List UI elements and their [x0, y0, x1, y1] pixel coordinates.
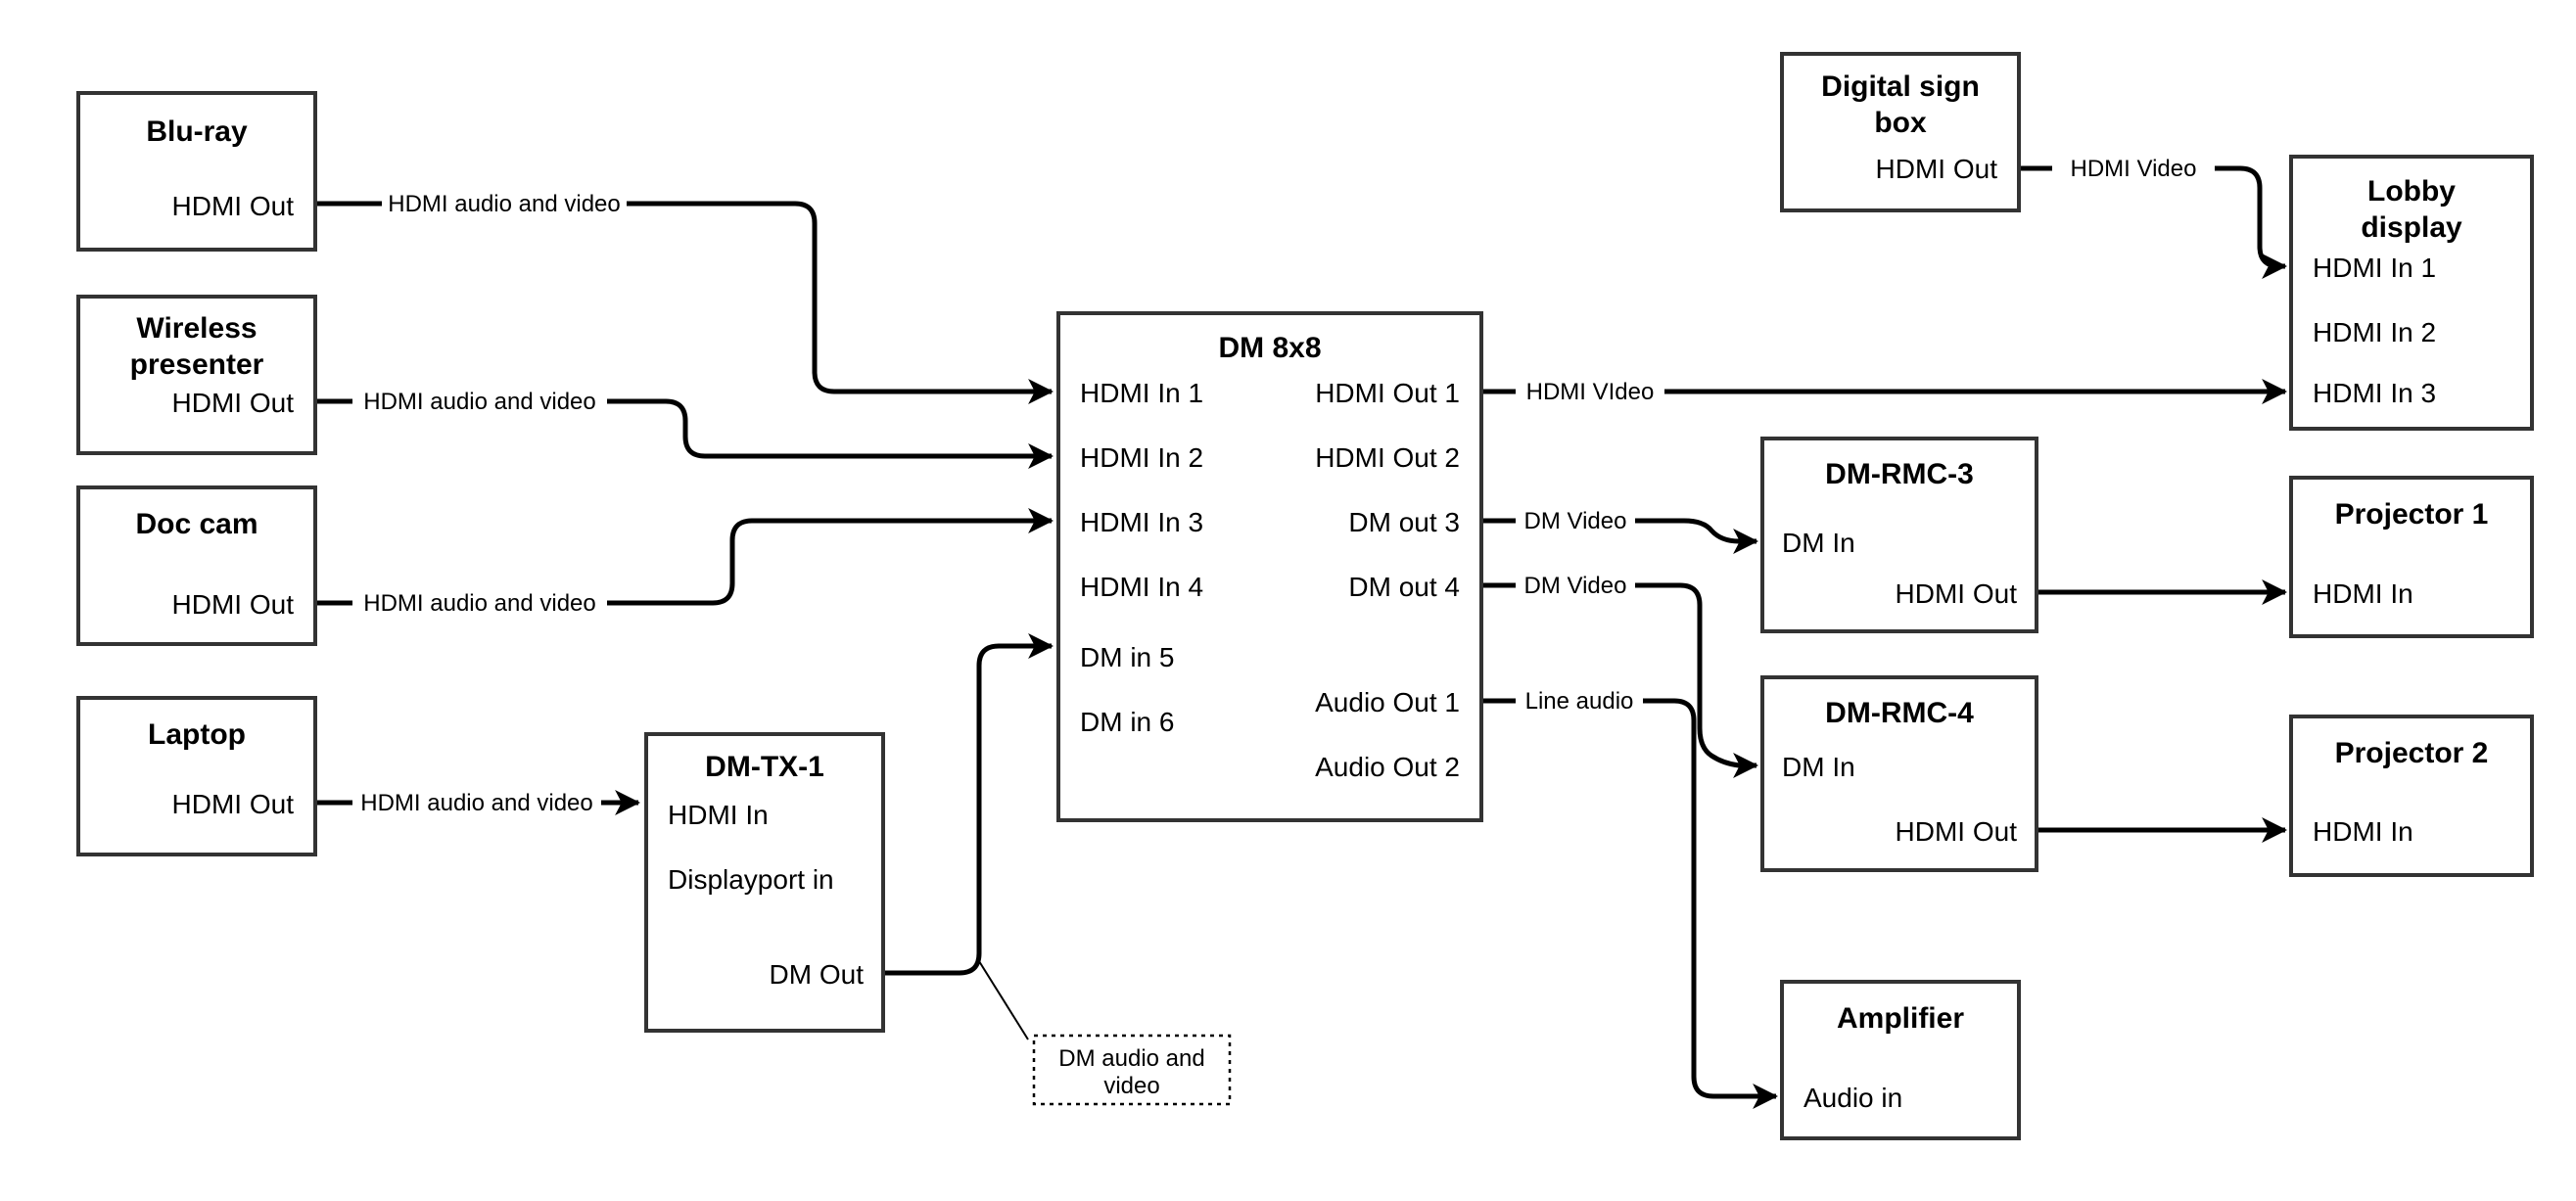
dm-8x8-port-dm-out-3: DM out 3 [1348, 507, 1460, 537]
lobby-display-port-hdmi-in-3: HDMI In 3 [2313, 378, 2436, 408]
dm-tx-1-port-dm-out: DM Out [770, 959, 865, 990]
wireless-presenter-port-hdmi-out: HDMI Out [172, 388, 295, 418]
node-lobby-display[interactable]: Lobby display HDMI In 1 HDMI In 2 HDMI I… [2289, 155, 2534, 431]
node-laptop[interactable]: Laptop HDMI Out [76, 696, 317, 856]
dm-rmc-3-port-dm-in: DM In [1782, 528, 1855, 558]
edge-label-bluray-to-dm8x8: HDMI audio and video [388, 191, 620, 217]
edge-label-dm8x8-out4-to-rmc4: DM Video [1524, 573, 1627, 599]
dm-rmc-3-box[interactable] [1760, 437, 2038, 633]
lobby-display-box[interactable] [2289, 155, 2534, 431]
digital-sign-title-line2: box [1874, 107, 1927, 139]
dm-8x8-port-hdmi-out-1: HDMI Out 1 [1315, 378, 1460, 408]
connection-layer [315, 165, 2285, 1096]
link-digitalsign-to-lobby-hdmi-in-1 [2019, 165, 2285, 266]
node-dm-8x8[interactable]: DM 8x8 HDMI In 1 HDMI In 2 HDMI In 3 HDM… [1056, 311, 1483, 822]
link-dm8x8-dm-out-4-to-dmrmc4-dm-in [1481, 582, 1756, 765]
edge-label-dm8x8-audio1-to-amp: Line audio [1525, 688, 1634, 715]
bluray-port-hdmi-out: HDMI Out [172, 191, 295, 221]
dm-rmc-4-port-dm-in: DM In [1782, 752, 1855, 782]
node-bluray[interactable]: Blu-ray HDMI Out [76, 91, 317, 252]
dm-tx-1-port-hdmi-in: HDMI In [668, 800, 769, 830]
dm-8x8-port-hdmi-in-4: HDMI In 4 [1080, 572, 1203, 602]
leader-dm-audio-video-note [978, 960, 1029, 1040]
dm-audio-video-note-box [1032, 1034, 1232, 1106]
projector-1-port-hdmi-in: HDMI In [2313, 578, 2413, 609]
dm-8x8-title: DM 8x8 [1218, 332, 1321, 364]
node-dm-rmc-4[interactable]: DM-RMC-4 DM In HDMI Out [1760, 675, 2038, 872]
node-digital-sign-box[interactable]: Digital sign box HDMI Out [1780, 52, 2021, 212]
dm-rmc-3-port-hdmi-out: HDMI Out [1896, 578, 2018, 609]
link-dm8x8-audio-out-1-to-amplifier-audio-in [1481, 698, 1776, 1096]
dm-8x8-port-hdmi-out-2: HDMI Out 2 [1315, 442, 1460, 473]
doc-cam-port-hdmi-out: HDMI Out [172, 589, 295, 620]
doc-cam-box[interactable] [76, 485, 317, 646]
digital-sign-title-line1: Digital sign [1821, 70, 1980, 103]
projector-2-title: Projector 2 [2335, 737, 2489, 769]
wireless-presenter-title-line1: Wireless [136, 312, 257, 345]
amplifier-port-audio-in: Audio in [1803, 1083, 1902, 1113]
dm-rmc-4-box[interactable] [1760, 675, 2038, 872]
link-doccam-to-dm8x8-hdmi-in-3 [315, 521, 1052, 606]
edge-label-laptop-to-dmtx1: HDMI audio and video [360, 790, 592, 816]
dm-tx-1-port-displayport-in: Displayport in [668, 864, 834, 895]
node-wireless-presenter[interactable]: Wireless presenter HDMI Out [76, 295, 317, 455]
edge-label-digitalsign-to-lobby: HDMI Video [2071, 156, 2197, 182]
lobby-display-port-hdmi-in-1: HDMI In 1 [2313, 253, 2436, 283]
lobby-display-title-line1: Lobby [2367, 175, 2456, 208]
laptop-port-hdmi-out: HDMI Out [172, 789, 295, 819]
lobby-display-title-line2: display [2361, 211, 2462, 244]
node-amplifier[interactable]: Amplifier Audio in [1780, 980, 2021, 1140]
dm-8x8-port-hdmi-in-3: HDMI In 3 [1080, 507, 1203, 537]
edge-label-layer: HDMI audio and video HDMI audio and vide… [360, 156, 2196, 816]
bluray-box[interactable] [76, 91, 317, 252]
dm-audio-video-note-line2: video [1103, 1073, 1159, 1099]
link-dm8x8-dm-out-3-to-dmrmc3-dm-in [1481, 521, 1756, 541]
wireless-presenter-title-line2: presenter [130, 348, 264, 381]
dm-8x8-box[interactable] [1056, 311, 1483, 822]
edge-label-doccam-to-dm8x8: HDMI audio and video [363, 590, 595, 617]
node-projector-1[interactable]: Projector 1 HDMI In [2289, 476, 2534, 638]
dm-8x8-port-dm-out-4: DM out 4 [1348, 572, 1460, 602]
dm-rmc-4-title: DM-RMC-4 [1825, 697, 1974, 729]
dm-8x8-port-hdmi-in-2: HDMI In 2 [1080, 442, 1203, 473]
dm-tx-1-box[interactable] [644, 732, 885, 1033]
amplifier-title: Amplifier [1837, 1002, 1964, 1035]
laptop-box[interactable] [76, 696, 317, 856]
node-projector-2[interactable]: Projector 2 HDMI In [2289, 715, 2534, 877]
edge-label-wireless-to-dm8x8: HDMI audio and video [363, 389, 595, 415]
dm-8x8-port-dm-in-6: DM in 6 [1080, 707, 1174, 737]
doc-cam-title: Doc cam [135, 508, 258, 540]
wireless-presenter-box[interactable] [76, 295, 317, 455]
link-bluray-to-dm8x8-hdmi-in-1 [315, 201, 1052, 392]
lobby-display-port-hdmi-in-2: HDMI In 2 [2313, 317, 2436, 347]
dm-8x8-port-audio-out-2: Audio Out 2 [1315, 752, 1460, 782]
dm-rmc-3-title: DM-RMC-3 [1825, 458, 1974, 490]
dm-8x8-port-dm-in-5: DM in 5 [1080, 642, 1174, 672]
node-dm-rmc-3[interactable]: DM-RMC-3 DM In HDMI Out [1760, 437, 2038, 633]
node-dm-tx-1[interactable]: DM-TX-1 HDMI In Displayport in DM Out [644, 732, 885, 1033]
dm-8x8-port-audio-out-1: Audio Out 1 [1315, 687, 1460, 717]
digital-sign-box[interactable] [1780, 52, 2021, 212]
link-dmtx1-to-dm8x8-dm-in-5 [883, 633, 1054, 976]
edge-label-dm8x8-out1-to-lobby: HDMI VIdeo [1526, 379, 1655, 405]
digital-sign-port-hdmi-out: HDMI Out [1876, 154, 1998, 184]
bluray-title: Blu-ray [146, 115, 248, 148]
amplifier-box[interactable] [1780, 980, 2021, 1140]
laptop-title: Laptop [148, 718, 246, 751]
projector-2-box[interactable] [2289, 715, 2534, 877]
dm-rmc-4-port-hdmi-out: HDMI Out [1896, 816, 2018, 847]
dm-tx-1-title: DM-TX-1 [705, 751, 824, 783]
link-wireless-to-dm8x8-hdmi-in-2 [315, 398, 1052, 456]
dm-audio-video-note-line1: DM audio and [1058, 1045, 1204, 1072]
annotation-dm-audio-video: DM audio and video [1032, 1034, 1232, 1106]
projector-2-port-hdmi-in: HDMI In [2313, 816, 2413, 847]
projector-1-box[interactable] [2289, 476, 2534, 638]
projector-1-title: Projector 1 [2335, 498, 2489, 531]
dm-8x8-port-hdmi-in-1: HDMI In 1 [1080, 378, 1203, 408]
node-doc-cam[interactable]: Doc cam HDMI Out [76, 485, 317, 646]
edge-label-dm8x8-out3-to-rmc3: DM Video [1524, 508, 1627, 534]
